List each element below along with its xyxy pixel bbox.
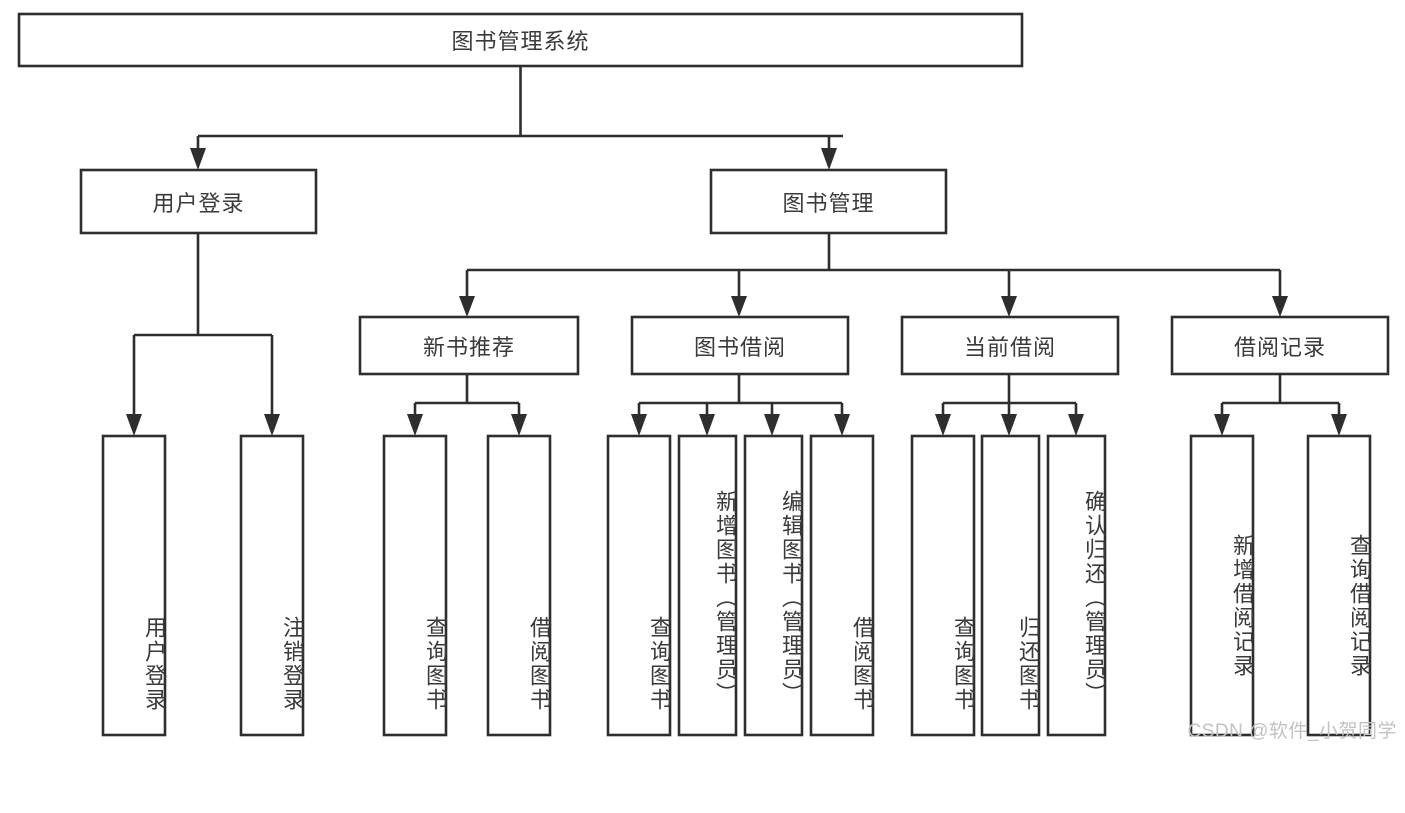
connector-group-borrow (631, 374, 850, 436)
arrow-userlogin-leaf-1 (126, 414, 142, 436)
arrow-borrow-leaf-3 (764, 414, 780, 436)
arrow-newbooks-leaf-2 (511, 414, 527, 436)
arrow-userlogin-leaf-2 (264, 414, 280, 436)
diagram-canvas-container: 图书管理系统 用户登录 图书管理 新书推荐 图书借阅 当前借阅 借阅记录 用户登… (17, 12, 1397, 742)
arrow-current-leaf-3 (1068, 414, 1084, 436)
node-box-leaf-1[interactable] (239, 434, 305, 737)
node-box-leaf-10[interactable] (1046, 434, 1107, 737)
arrow-bookmgmt-to-records (1272, 296, 1288, 317)
connector-group-current (935, 374, 1084, 436)
hierarchy-diagram-svg (17, 12, 1390, 737)
arrow-newbooks-leaf-1 (407, 414, 423, 436)
node-box-leaf-9[interactable] (980, 434, 1041, 737)
node-box-new-book-recommend[interactable] (358, 315, 580, 376)
arrow-bookmgmt-to-new-books (459, 296, 475, 317)
arrow-bookmgmt-to-borrow (731, 296, 747, 317)
arrow-borrow-leaf-2 (699, 414, 715, 436)
node-box-leaf-11[interactable] (1189, 434, 1255, 737)
node-box-leaf-0[interactable] (101, 434, 167, 737)
node-box-leaf-3[interactable] (486, 434, 552, 737)
node-box-leaf-4[interactable] (606, 434, 672, 737)
connector-group-records (1214, 374, 1347, 436)
node-box-leaf-6[interactable] (743, 434, 804, 737)
arrow-current-leaf-2 (1001, 414, 1017, 436)
arrow-records-leaf-2 (1331, 414, 1347, 436)
node-box-leaf-12[interactable] (1306, 434, 1372, 737)
arrow-borrow-leaf-1 (631, 414, 647, 436)
node-box-borrow-records[interactable] (1170, 315, 1390, 376)
node-box-book-borrow[interactable] (630, 315, 850, 376)
arrow-bookmgmt-to-current (1001, 296, 1017, 317)
node-box-leaf-5[interactable] (677, 434, 738, 737)
csdn-watermark: CSDN @软件_小贺同学 (1187, 721, 1397, 742)
arrow-current-leaf-1 (935, 414, 951, 436)
arrow-records-leaf-1 (1214, 414, 1230, 436)
connector-group-new-books (407, 374, 527, 436)
arrow-root-to-user-login (190, 148, 206, 170)
node-box-user-login[interactable] (79, 168, 318, 235)
arrow-root-to-book-mgmt (821, 148, 837, 170)
node-box-leaf-7[interactable] (809, 434, 875, 737)
node-box-current-borrow[interactable] (900, 315, 1120, 376)
node-box-leaf-8[interactable] (910, 434, 976, 737)
connector-group-root (190, 66, 843, 170)
node-box-leaf-2[interactable] (382, 434, 448, 737)
arrow-borrow-leaf-4 (834, 414, 850, 436)
node-box-book-management[interactable] (709, 168, 948, 235)
connector-group-book-mgmt (459, 233, 1288, 317)
connector-group-user-login (126, 233, 280, 436)
node-box-root[interactable] (17, 12, 1024, 68)
